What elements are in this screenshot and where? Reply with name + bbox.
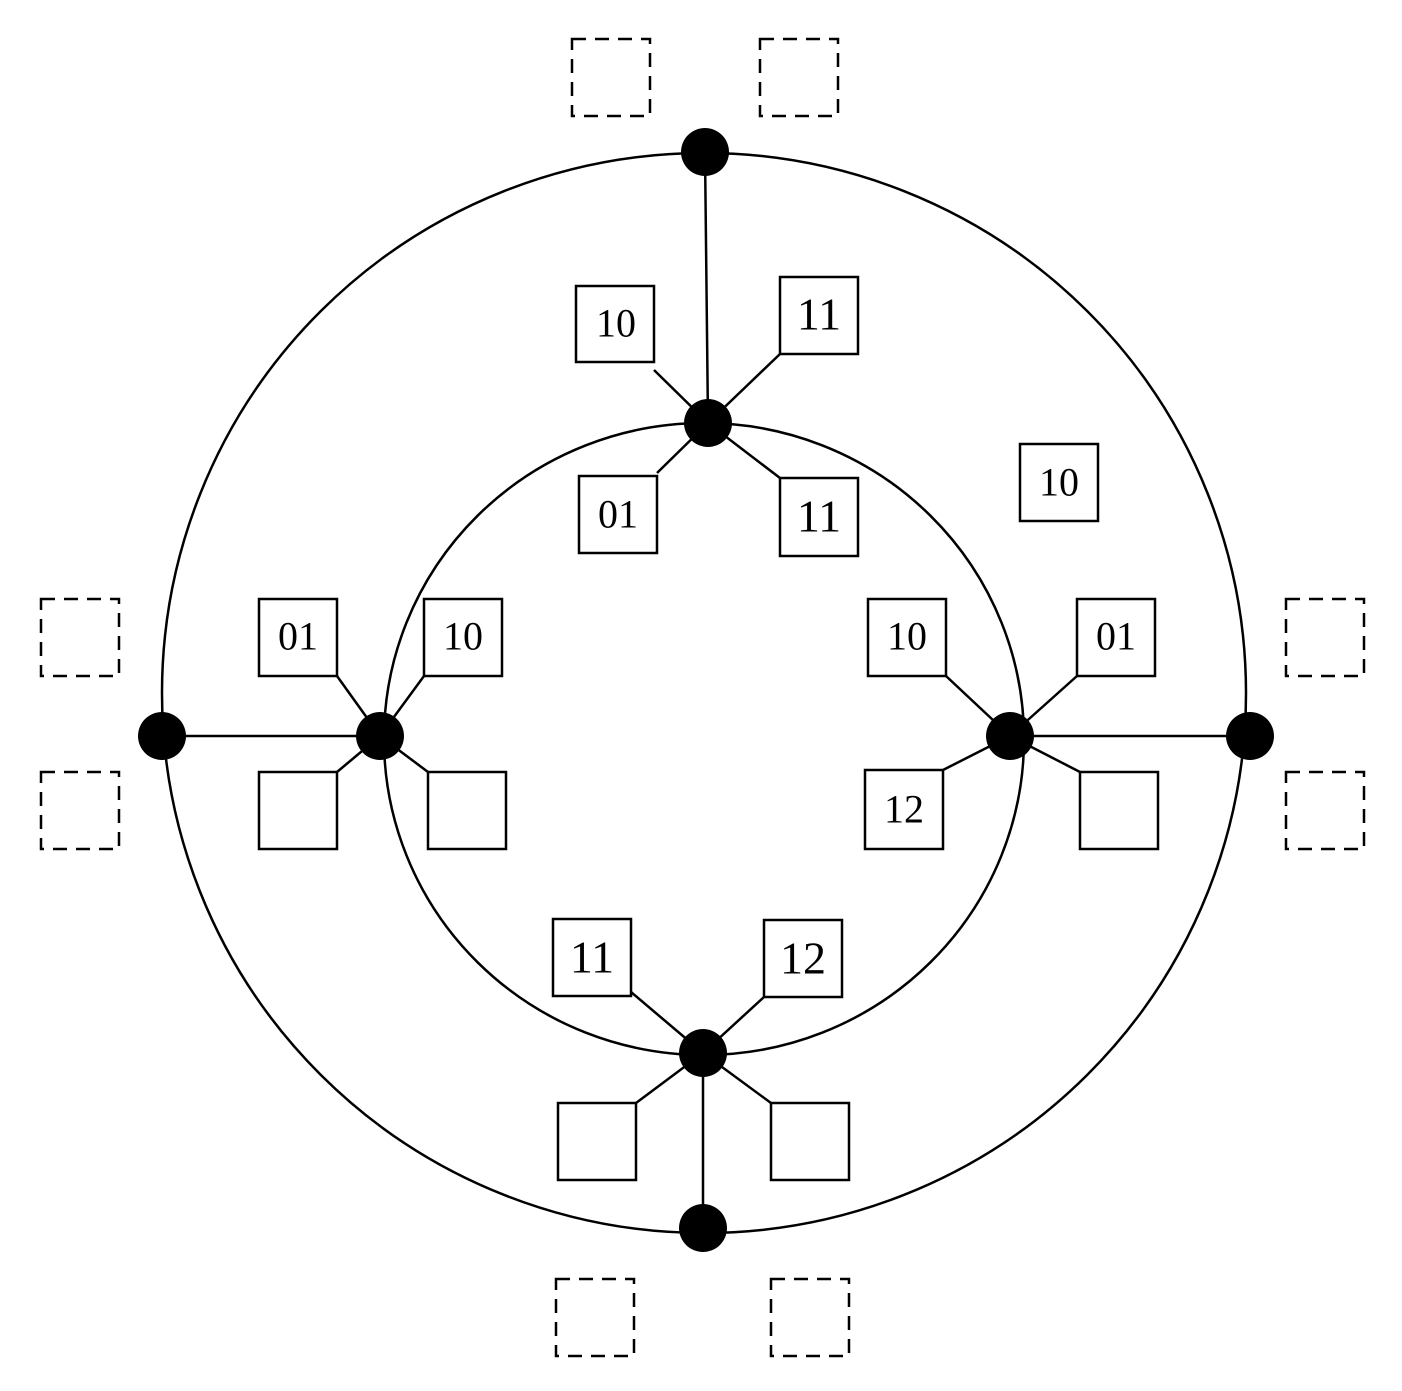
box-label: 11 xyxy=(797,289,841,340)
box-label: 11 xyxy=(797,491,841,542)
dashed-box-bottom-right xyxy=(769,1277,851,1358)
node-outer-bottom xyxy=(679,1204,727,1252)
dashed-box-top-right xyxy=(758,37,840,118)
box-label: 01 xyxy=(598,492,638,537)
node-inner-right xyxy=(986,712,1034,760)
dashed-box-left-upper xyxy=(39,597,121,678)
box-right-lower-right xyxy=(1078,770,1160,851)
box-label: 10 xyxy=(443,614,483,659)
box-left-upper-right: 10 xyxy=(422,597,504,678)
box-top-upper-left: 10 xyxy=(574,284,656,364)
node-inner-bottom xyxy=(679,1029,727,1077)
box-label: 12 xyxy=(780,933,826,984)
box-label: 01 xyxy=(278,614,318,659)
link-outer-top-to-inner-top xyxy=(703,151,710,424)
box-label: 01 xyxy=(1096,614,1136,659)
box-left-lower-right xyxy=(426,770,508,851)
node-inner-left xyxy=(356,712,404,760)
box-top-lower-left: 01 xyxy=(577,474,659,555)
node-outer-top xyxy=(681,128,729,176)
dashed-box-left-lower xyxy=(39,770,121,851)
dashed-box-top-left xyxy=(570,37,652,118)
box-top-lower-right: 11 xyxy=(778,476,860,558)
node-outer-left xyxy=(138,712,186,760)
box-bottom-lower-right xyxy=(769,1101,851,1182)
box-right-lower-left: 12 xyxy=(863,768,945,851)
dashed-box-right-lower xyxy=(1284,770,1366,851)
node-inner-top xyxy=(684,399,732,447)
box-right-upper-left: 10 xyxy=(866,597,948,678)
node-outer-right xyxy=(1226,712,1274,760)
box-label: 10 xyxy=(596,301,636,346)
inner-ring xyxy=(382,421,1026,1057)
box-label: 10 xyxy=(1039,460,1079,505)
box-free-right: 10 xyxy=(1018,442,1100,523)
box-bottom-upper-left: 11 xyxy=(551,917,633,998)
box-top-upper-right: 11 xyxy=(778,275,860,356)
box-bottom-upper-right: 12 xyxy=(762,918,844,999)
dashed-box-right-upper xyxy=(1284,597,1366,678)
dashed-box-bottom-left xyxy=(554,1277,636,1358)
box-bottom-lower-left xyxy=(556,1101,638,1182)
box-label: 11 xyxy=(570,932,614,983)
box-left-lower-left xyxy=(257,770,339,851)
box-right-upper-right: 01 xyxy=(1075,597,1157,678)
box-label: 10 xyxy=(887,614,927,659)
box-left-upper-left: 01 xyxy=(257,597,339,678)
box-label: 12 xyxy=(884,787,924,832)
